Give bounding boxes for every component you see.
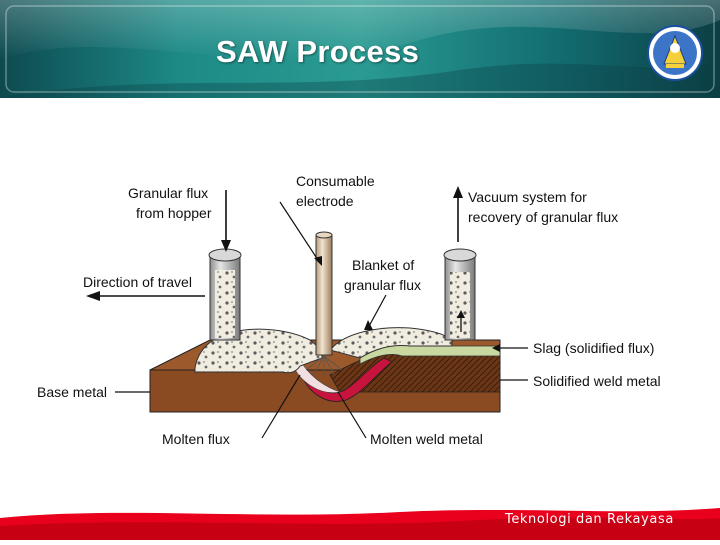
label-molten-weld-metal: Molten weld metal [370, 431, 483, 447]
label-consumable-electrode: Consumable electrode [296, 173, 379, 209]
granular-flux-cover [329, 327, 453, 359]
vacuum-recovery-tube [443, 186, 477, 341]
label-direction-of-travel: Direction of travel [83, 274, 192, 290]
saw-process-diagram: Granular flux from hopper Consumable ele… [0, 160, 720, 460]
footer-text: Teknologi dan Rekayasa [505, 512, 674, 527]
label-molten-flux: Molten flux [162, 431, 230, 447]
consumable-electrode [305, 231, 343, 376]
flux-hopper-tube [208, 190, 242, 341]
molten-flux [291, 359, 342, 393]
emblem-logo [646, 24, 704, 82]
label-solidified-weld-metal: Solidified weld metal [533, 373, 661, 389]
label-vacuum-system: Vacuum system for recovery of granular f… [468, 189, 618, 225]
slide-title: SAW Process [216, 34, 420, 69]
label-blanket: Blanket of granular flux [344, 257, 421, 293]
label-slag: Slag (solidified flux) [533, 340, 654, 356]
label-granular-flux: Granular flux from hopper [128, 185, 212, 221]
label-base-metal: Base metal [37, 384, 107, 400]
header-banner [0, 0, 720, 98]
footer-banner [0, 506, 720, 540]
